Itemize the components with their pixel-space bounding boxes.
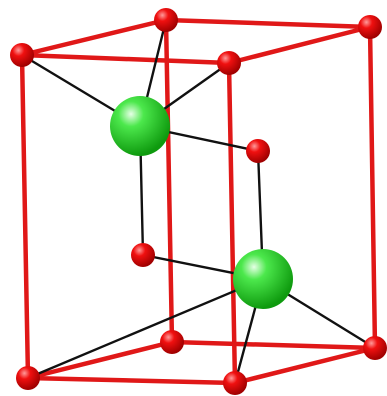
small-atom [217,51,241,75]
bond [26,277,265,380]
cell-edge [226,60,238,386]
large-atom [233,249,293,309]
small-atom [131,243,155,267]
cell-edge [226,24,373,66]
cell-edge [25,375,238,386]
cell-edge [19,52,232,66]
small-atom [16,366,40,390]
bonds [20,18,377,385]
cell-edge [25,339,175,381]
large-atom [110,96,170,156]
small-atom [363,336,387,360]
cell-edge [19,17,169,58]
small-atom [223,371,247,395]
small-atom [246,139,270,163]
cell-edge [367,24,378,351]
cell-edge [163,17,373,30]
cell-edges [19,17,378,386]
small-atom [160,330,184,354]
small-atom [358,15,382,39]
small-atom [10,43,34,67]
cell-edge [169,339,378,351]
cell-edge [19,52,31,381]
small-atom [154,8,178,32]
cell-edge [232,345,378,386]
cell-edge [163,17,175,345]
atoms [10,8,387,395]
